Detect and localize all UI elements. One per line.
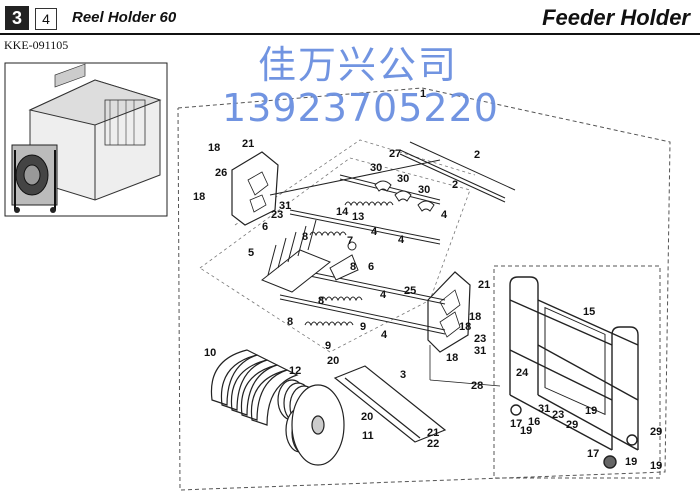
part-label: 31 [279, 200, 291, 212]
part-label: 8 [302, 231, 308, 243]
part-label: 28 [471, 380, 483, 392]
part-label: 10 [204, 347, 216, 359]
part-label: 2 [452, 179, 458, 191]
part-label: 22 [427, 438, 439, 450]
part-label: 12 [289, 365, 301, 377]
part-label: 20 [361, 411, 373, 423]
shafts [269, 159, 446, 335]
part-label: 8 [350, 261, 356, 273]
part-label: 27 [389, 148, 401, 160]
part-label: 15 [583, 306, 595, 318]
part-label: 1 [420, 88, 426, 100]
reel-cart [509, 276, 639, 469]
part-label: 9 [360, 321, 366, 333]
reel-divider-comb [261, 219, 331, 293]
part-label: 13 [352, 211, 364, 223]
part-label: 29 [566, 419, 578, 431]
side-plate-right [427, 271, 471, 353]
rollers [304, 201, 394, 327]
part-label: 19 [625, 456, 637, 468]
machine-overview-thumbnail [4, 62, 168, 217]
part-label: 4 [381, 329, 388, 341]
part-label: 29 [650, 426, 662, 438]
part-label: 7 [347, 235, 353, 247]
part-label: 8 [318, 295, 324, 307]
assembly-boundary [177, 87, 671, 491]
sub-section-number: 4 [35, 8, 57, 30]
part-label: 11 [362, 430, 374, 442]
part-label: 26 [215, 167, 227, 179]
part-label: 4 [398, 234, 405, 246]
page-header: 3 4 Reel Holder 60 Feeder Holder [0, 0, 700, 32]
reel-guides [210, 349, 299, 426]
part-label: 30 [418, 184, 430, 196]
part-label: 23 [474, 333, 486, 345]
watermark-company: 佳万兴公司 [258, 43, 459, 87]
part-label: 23 [552, 409, 564, 421]
watermark-phone: 13923705220 [222, 86, 499, 130]
part-label: 23 [271, 209, 283, 221]
header-rule [0, 33, 700, 35]
bottom-plate [333, 365, 447, 443]
part-label: 17 [510, 418, 522, 430]
reels [277, 379, 345, 466]
page-title: Reel Holder 60 [72, 9, 177, 26]
document-code: KKE-091105 [4, 38, 69, 52]
part-label: 6 [262, 221, 268, 233]
part-label: 3 [400, 369, 406, 381]
brackets [329, 241, 359, 281]
part-label: 18 [469, 311, 481, 323]
part-label: 21 [427, 427, 439, 439]
part-label: 18 [208, 142, 220, 154]
part-label: 9 [325, 340, 331, 352]
part-label: 6 [368, 261, 374, 273]
part-labels: 1 2 2 3 4 4 4 4 4 5 6 6 7 8 8 8 8 9 9 10… [193, 88, 662, 472]
part-label: 14 [336, 206, 349, 218]
part-label: 31 [474, 345, 486, 357]
part-label: 18 [459, 321, 471, 333]
part-label: 31 [538, 403, 550, 415]
part-label: 19 [585, 405, 597, 417]
part-label: 30 [397, 173, 409, 185]
part-label: 21 [242, 138, 254, 150]
part-label: 4 [371, 226, 378, 238]
part-label: 30 [370, 162, 382, 174]
part-label: 24 [516, 367, 529, 379]
part-label: 20 [327, 355, 339, 367]
part-label: 4 [441, 209, 448, 221]
part-label: 2 [474, 149, 480, 161]
part-label: 5 [248, 247, 254, 259]
part-label: 19 [650, 460, 662, 472]
section-number: 3 [5, 6, 29, 30]
part-label: 4 [380, 289, 387, 301]
category-title: Feeder Holder [542, 5, 690, 30]
part-label: 18 [193, 191, 205, 203]
part-label: 19 [520, 425, 532, 437]
part-label: 21 [478, 279, 490, 291]
top-rails [399, 141, 516, 203]
side-plate-left [231, 151, 279, 226]
part-label: 17 [587, 448, 599, 460]
part-label: 18 [446, 352, 458, 364]
part-label: 16 [528, 416, 540, 428]
reel-stoppers [374, 180, 435, 212]
part-label: 25 [404, 285, 416, 297]
part-label: 8 [287, 316, 293, 328]
